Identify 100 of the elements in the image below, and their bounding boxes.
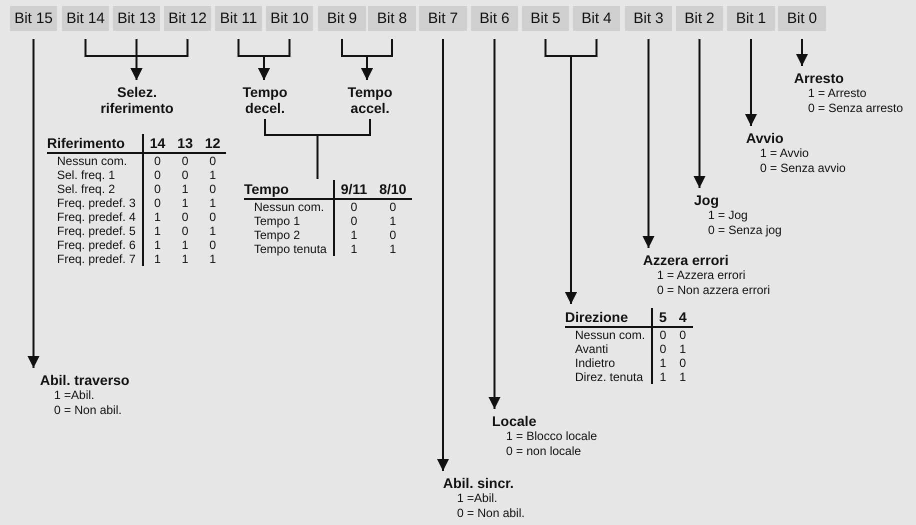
table-cell-text: 1 <box>388 242 398 256</box>
row-label: Sel. freq. 2 <box>47 182 143 196</box>
table-cell: 1 <box>142 238 172 252</box>
row-label: Avanti <box>565 342 652 356</box>
function-title: Selez. riferimento <box>99 84 175 116</box>
arrow <box>437 39 449 471</box>
table-cell-text: 1 <box>180 196 190 210</box>
table-title: Direzione <box>565 308 652 327</box>
column-header: 8/10 <box>373 180 412 199</box>
table-cell: 1 <box>334 228 374 242</box>
table-cell-text: 1 <box>180 252 190 266</box>
value-description: 1 = Jog <box>707 208 749 223</box>
table-cell: 1 <box>142 252 172 266</box>
row-label: Nessun com. <box>47 153 143 168</box>
row-label: Nessun com. <box>565 327 652 342</box>
table-cell-text: 0 <box>678 356 688 370</box>
bit-box: Bit 11 <box>215 6 262 31</box>
row-label: Tempo 1 <box>244 214 334 228</box>
function-title: Abil. traverso <box>40 372 130 388</box>
arrow <box>28 39 40 368</box>
table-cell-text: 1 <box>208 168 217 182</box>
table-cell-text: 1 <box>678 342 688 356</box>
row-label: Freq. predef. 3 <box>47 196 143 210</box>
function-title: Avvio <box>746 130 785 146</box>
table-cell: 0 <box>373 199 412 214</box>
bit-box: Bit 9 <box>318 6 366 31</box>
value-description: 0 = Non azzera errori <box>656 283 770 298</box>
bit-box: Bit 3 <box>625 6 672 31</box>
function-title: Tempo decel. <box>242 84 288 116</box>
value-description: 0 = non locale <box>505 444 582 459</box>
table-cell: 0 <box>334 199 374 214</box>
table-cell-text: 0 <box>208 182 217 196</box>
column-header: 4 <box>672 308 693 327</box>
table-cell: 0 <box>652 327 673 342</box>
value-description: 1 = Arresto <box>807 86 868 101</box>
column-header: 5 <box>652 308 673 327</box>
value-description: 0 = Senza avvio <box>759 161 846 176</box>
table-cell: 0 <box>171 153 199 168</box>
table-cell: 1 <box>334 242 374 256</box>
arrow <box>488 39 500 409</box>
table-cell: 0 <box>142 153 172 168</box>
column-header: 14 <box>142 134 172 153</box>
bit-box: Bit 0 <box>778 6 826 31</box>
column-header: 13 <box>171 134 199 153</box>
value-description: 1 = Azzera errori <box>656 268 746 283</box>
function-title: Azzera errori <box>643 252 730 268</box>
arrow <box>694 39 706 188</box>
arrow <box>745 39 757 126</box>
table-cell: 1 <box>652 370 673 384</box>
value-description: 1 = Blocco locale <box>505 429 598 444</box>
table-cell-text: 0 <box>180 224 190 238</box>
bit-box: Bit 2 <box>676 6 723 31</box>
bit-box: Bit 15 <box>10 6 57 31</box>
bit-box: Bit 5 <box>522 6 569 31</box>
row-label: Indietro <box>565 356 652 370</box>
table-cell: 0 <box>142 182 172 196</box>
arrow <box>130 39 188 80</box>
table-cell: 0 <box>142 168 172 182</box>
function-title: Arresto <box>794 70 845 86</box>
table-cell-text: 1 <box>208 224 217 238</box>
column-header: 9/11 <box>334 180 374 199</box>
table-cell: 0 <box>142 196 172 210</box>
connector-line <box>316 119 371 179</box>
value-description: 0 = Senza arresto <box>807 101 904 116</box>
value-description: 0 = Non abil. <box>53 403 123 418</box>
column-header: 12 <box>198 134 226 153</box>
bit-box: Bit 13 <box>113 6 160 31</box>
table-cell-text: 0 <box>208 210 217 224</box>
arrow <box>258 39 290 80</box>
row-label: Sel. freq. 1 <box>47 168 143 182</box>
row-label: Nessun com. <box>244 199 334 214</box>
table-cell-text: 0 <box>388 228 398 242</box>
value-description: 1 = Avvio <box>759 146 810 161</box>
table-cell-text: 0 <box>180 210 190 224</box>
table-title: Tempo <box>244 180 334 199</box>
arrow <box>565 39 598 304</box>
table-cell-text: 0 <box>180 168 190 182</box>
bit-box: Bit 14 <box>62 6 109 31</box>
table-cell: 1 <box>652 356 673 370</box>
row-label: Freq. predef. 4 <box>47 210 143 224</box>
value-description: 0 = Senza jog <box>707 223 782 238</box>
bit-box: Bit 4 <box>573 6 620 31</box>
row-label: Direz. tenuta <box>565 370 652 384</box>
value-description: 0 = Non abil. <box>456 506 525 521</box>
bit-box: Bit 7 <box>419 6 467 31</box>
bit-box: Bit 8 <box>368 6 416 31</box>
table-cell: 1 <box>142 210 172 224</box>
function-title: Jog <box>694 192 720 208</box>
row-label: Freq. predef. 7 <box>47 252 143 266</box>
row-label: Tempo tenuta <box>244 242 334 256</box>
table-cell: 0 <box>652 342 673 356</box>
value-description: 1 =Abil. <box>53 388 96 403</box>
table-cell: 0 <box>334 214 374 228</box>
value-description: 1 =Abil. <box>456 491 498 506</box>
table-title: Riferimento <box>47 134 143 153</box>
arrow <box>361 39 393 80</box>
bit-box: Bit 10 <box>266 6 313 31</box>
table-cell: 0 <box>198 153 226 168</box>
function-title: Locale <box>492 413 538 429</box>
table-cell: 1 <box>142 224 172 238</box>
